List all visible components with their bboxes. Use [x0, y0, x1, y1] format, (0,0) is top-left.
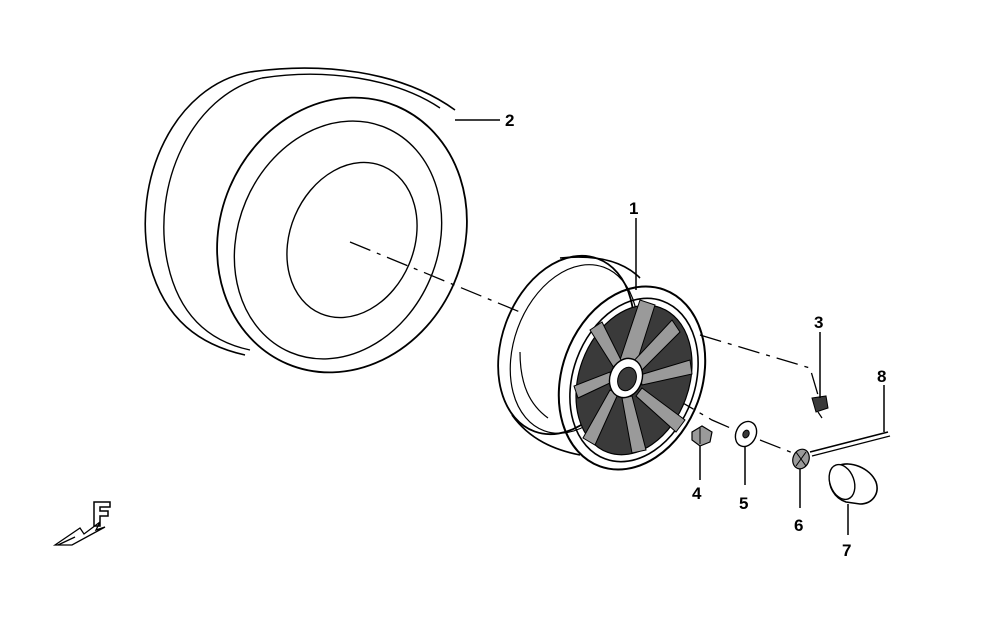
callout-8: 8 — [877, 367, 886, 386]
washer — [734, 420, 758, 448]
nut-dash-line — [759, 439, 799, 456]
svg-text:F: F — [0, 0, 1, 1]
lug-nut — [691, 425, 713, 447]
callout-labels: 1 2 3 4 5 6 7 8 — [505, 111, 886, 560]
valve-dash-line — [699, 334, 819, 396]
callout-4: 4 — [692, 484, 702, 503]
callout-5: 5 — [739, 494, 748, 513]
valve — [811, 395, 829, 419]
callout-3: 3 — [814, 313, 823, 332]
callout-1: 1 — [629, 199, 638, 218]
callout-6: 6 — [794, 516, 803, 535]
wheel-rim — [497, 254, 707, 471]
leader-lines — [455, 119, 885, 535]
cotter-pin — [809, 431, 891, 457]
axle-dash-line — [349, 241, 521, 313]
callout-2: 2 — [505, 111, 514, 130]
callout-7: 7 — [842, 541, 851, 560]
castle-nut — [792, 448, 810, 470]
direction-letter-f: F — [0, 0, 111, 527]
hub-cap — [828, 463, 878, 505]
hub-dash-line — [639, 377, 736, 431]
tire — [144, 67, 468, 374]
